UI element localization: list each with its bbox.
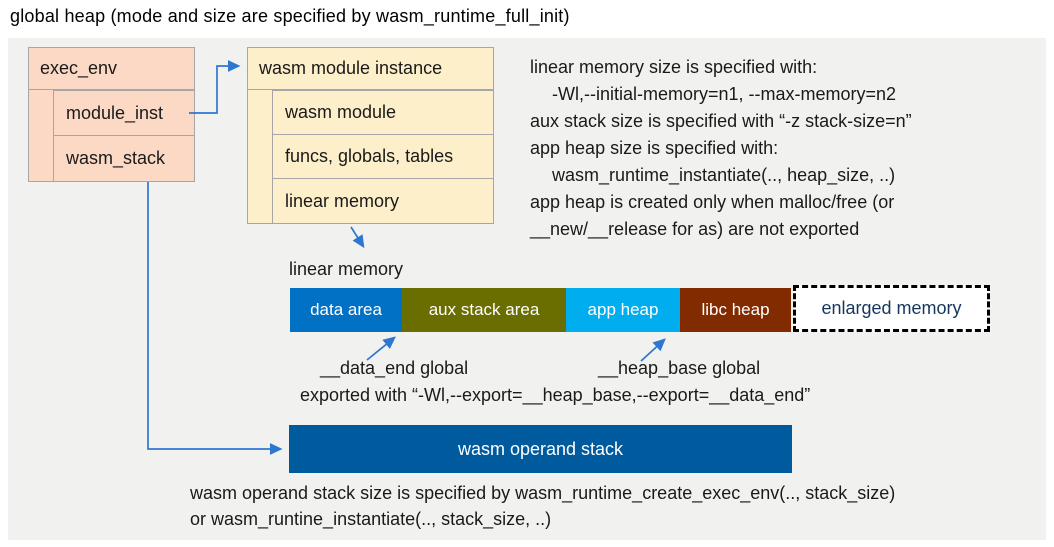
note-line: linear memory size is specified with: — [530, 57, 818, 77]
export-flags-note: exported with “-Wl,--export=__heap_base,… — [300, 385, 811, 405]
note-line: app heap size is specified with: — [530, 138, 779, 158]
linear-memory-label: linear memory — [289, 259, 404, 279]
note-line: __new/__release for as) are not exported — [530, 219, 860, 239]
module-instance-field-wasm-module: wasm module — [272, 90, 494, 135]
note-line: wasm_runtime_instantiate(.., heap_size, … — [552, 165, 896, 185]
segment-app-heap: app heap — [566, 288, 680, 332]
data-end-global-label: __data_end global — [320, 358, 469, 378]
note-line: wasm operand stack size is specified by … — [190, 483, 896, 503]
note-line: aux stack size is specified with “-z sta… — [530, 111, 912, 131]
segment-enlarged-memory: enlarged memory — [793, 285, 990, 332]
exec-env-field-module-inst: module_inst — [53, 90, 195, 136]
module-instance-title: wasm module instance — [247, 47, 494, 90]
segment-data-area: data area — [290, 288, 402, 332]
exec-env-title: exec_env — [28, 47, 195, 90]
diagram-title: global heap (mode and size are specified… — [10, 6, 570, 26]
exec-env-field-wasm-stack: wasm_stack — [53, 135, 195, 182]
note-line: -Wl,--initial-memory=n1, --max-memory=n2 — [552, 84, 897, 104]
module-instance-field-funcs-globals-tables: funcs, globals, tables — [272, 134, 494, 179]
wasm-operand-stack-bar: wasm operand stack — [289, 425, 792, 473]
note-line: app heap is created only when malloc/fre… — [530, 192, 895, 212]
module-instance-field-linear-memory: linear memory — [272, 178, 494, 224]
segment-aux-stack-area: aux stack area — [402, 288, 566, 332]
memory-size-notes: linear memory size is specified with: -W… — [530, 54, 1035, 243]
note-line: or wasm_runtine_instantiate(.., stack_si… — [190, 509, 552, 529]
operand-stack-notes: wasm operand stack size is specified by … — [190, 480, 1040, 532]
heap-base-global-label: __heap_base global — [598, 358, 761, 378]
segment-libc-heap: libc heap — [680, 288, 791, 332]
